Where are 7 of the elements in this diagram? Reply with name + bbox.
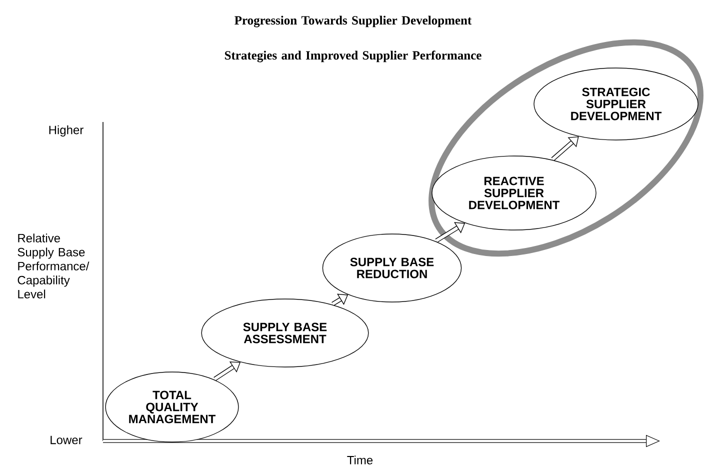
title: Progression Towards Supplier Development Strategies and Improved Supplier Performance: [224, 16, 482, 62]
block-arrow: [551, 136, 579, 161]
node-label: STRATEGIC SUPPLIER DEVELOPMENT: [571, 88, 662, 120]
axis-label: Higher: [49, 125, 84, 137]
axis-label: Lower: [50, 436, 82, 444]
axis-title: Time: [347, 456, 373, 464]
axis-title: Relative Supply Base Performance/ Capability Level: [18, 234, 90, 298]
